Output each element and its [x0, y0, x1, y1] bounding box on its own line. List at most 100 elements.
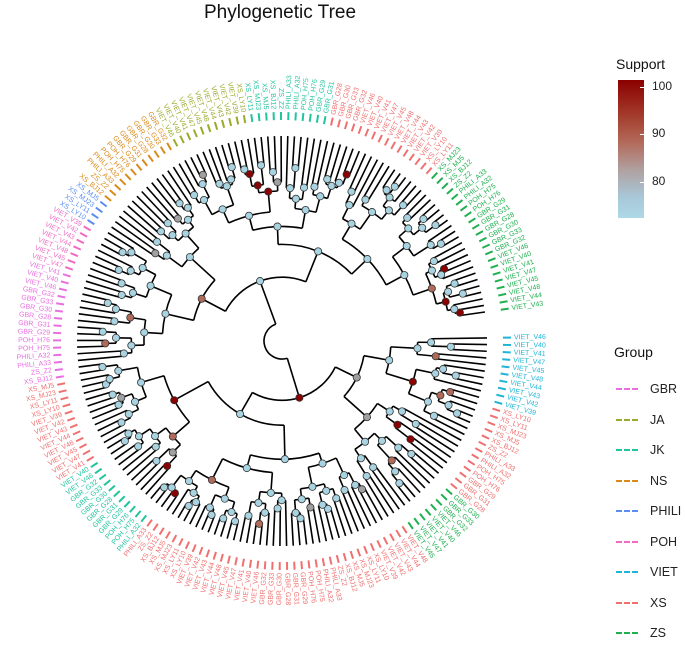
tree-branch [451, 344, 487, 345]
tip-group-mark [420, 514, 425, 520]
tip-group-mark [83, 450, 90, 454]
tip-group-mark [498, 388, 506, 390]
support-node [192, 499, 199, 506]
tip-label: VIET_V40 [514, 342, 546, 350]
group-swatch [616, 632, 638, 634]
tip-group-mark [61, 281, 69, 283]
tree-branch [286, 136, 287, 188]
tip-label: GBR_G28 [283, 573, 291, 606]
tip-group-mark [186, 542, 189, 549]
tree-branch [142, 192, 170, 222]
tip-group-mark [316, 559, 317, 567]
tree-branch [454, 273, 476, 281]
support-node [184, 216, 191, 223]
support-node [419, 224, 426, 231]
support-node [185, 502, 192, 509]
support-node [361, 438, 368, 445]
support-node [409, 378, 416, 385]
tip-group-mark [345, 121, 347, 129]
support-node [346, 202, 353, 209]
support-node [432, 370, 439, 377]
tip-group-mark [482, 435, 489, 438]
support-node [292, 195, 299, 202]
support-node [412, 420, 419, 427]
tip-group-mark [476, 231, 483, 235]
support-node [131, 398, 138, 405]
tip-group-mark [207, 550, 210, 558]
tip-group-mark [303, 113, 304, 121]
tip-group-mark [452, 194, 458, 199]
support-node [292, 509, 299, 516]
tree-branch [386, 373, 413, 381]
tip-group-mark [447, 189, 453, 194]
support-node [319, 501, 326, 508]
support-node [300, 184, 307, 191]
support-node [174, 215, 181, 222]
tip-group-mark [228, 556, 230, 564]
tip-group-mark [485, 251, 492, 254]
tip-group-mark [243, 559, 244, 567]
support-node [163, 252, 170, 259]
support-node [340, 472, 347, 479]
support-node [118, 394, 125, 401]
tree-branch [261, 137, 264, 165]
tip-group-mark [436, 499, 442, 505]
support-node [378, 437, 385, 444]
support-node [292, 165, 299, 172]
tree-branch [412, 437, 447, 463]
tree-branch [147, 187, 176, 220]
support-node [447, 343, 454, 350]
support-node [428, 285, 435, 292]
tree-branch [414, 426, 454, 452]
tip-group-mark [130, 506, 135, 512]
tip-group-mark [485, 429, 492, 432]
support-node [257, 162, 264, 169]
support-node [198, 295, 205, 302]
tip-group-mark [460, 472, 466, 477]
tree-branch [431, 338, 487, 339]
tip-group-mark [95, 469, 102, 474]
tip-group-mark [180, 136, 184, 143]
tip-group-mark [55, 369, 63, 370]
support-node [243, 464, 250, 471]
support-node [424, 398, 431, 405]
support-node [118, 419, 125, 426]
support-tick-label: 100 [652, 79, 672, 93]
tip-label: GBR_G29 [18, 328, 51, 336]
support-node [432, 353, 439, 360]
support-node [219, 206, 226, 213]
tree-branch [79, 314, 115, 319]
support-node [137, 379, 144, 386]
support-node [314, 248, 321, 255]
support-node [256, 277, 263, 284]
support-node [153, 238, 160, 245]
tree-branch [291, 513, 293, 546]
group-legend-item: POH [614, 527, 685, 558]
support-node [153, 457, 160, 464]
tip-group-mark [378, 135, 381, 142]
tree-branch [434, 379, 481, 391]
tip-group-mark [54, 325, 62, 326]
support-legend: Support 100 90 80 [612, 56, 682, 226]
tip-group-mark [490, 415, 498, 418]
support-node [232, 518, 239, 525]
tip-group-mark [110, 190, 116, 195]
support-node [139, 264, 146, 271]
tip-group-mark [70, 425, 77, 428]
support-node [127, 267, 134, 274]
group-swatch [616, 388, 638, 390]
tree-branch [369, 475, 394, 513]
support-tick-label: 80 [652, 174, 665, 188]
support-node [324, 176, 331, 183]
tree-branch [344, 397, 367, 418]
tip-group-mark [65, 267, 73, 270]
tip-group-mark [214, 552, 216, 560]
tip-group-mark [488, 258, 495, 261]
tip-group-mark [403, 150, 407, 157]
tree-branch [301, 138, 307, 188]
support-node [319, 460, 326, 467]
support-node [428, 267, 435, 274]
tip-label: ZS_Z2 [277, 88, 284, 109]
tree-branch [286, 500, 287, 546]
tip-group-mark [442, 183, 448, 189]
